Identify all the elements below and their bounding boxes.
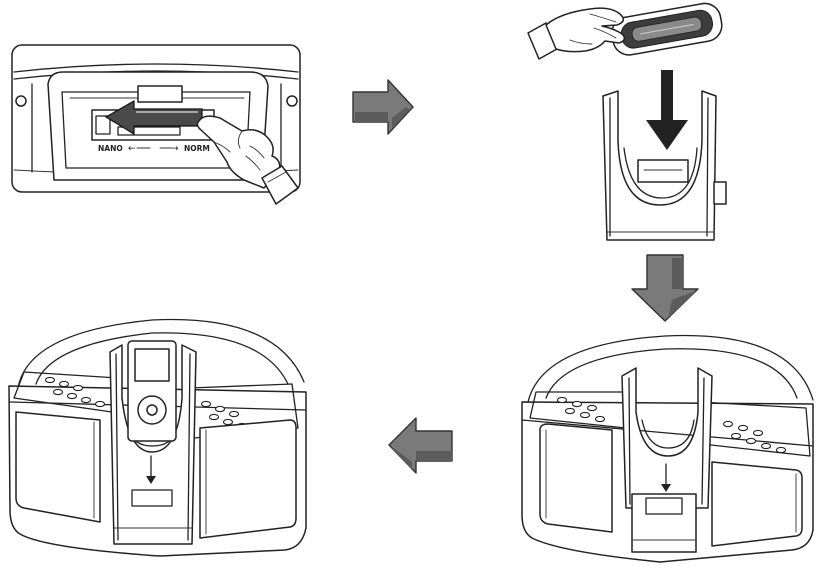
ipod-icon [127,340,177,442]
right-speaker-grille [711,461,803,547]
arrow-down-icon [631,254,699,322]
step4-dock-with-ipod [8,318,307,557]
ipod-screen [134,348,170,382]
dock-adapter-icon [611,2,723,56]
right-speaker-grille [199,419,297,539]
adapter-holder [621,367,713,509]
step1-slider-panel: NANO ← → NORM [11,44,301,205]
left-speaker-grille [15,411,101,523]
dock-connector [637,159,689,183]
dock-connector [131,489,173,507]
adapter-holder [602,90,727,241]
holder-side-tab [713,181,727,205]
normal-label: NORM [184,144,210,153]
step2-adapter-insert [527,2,727,241]
dock-connector [631,493,697,553]
left-speaker-grille [539,423,613,533]
hand-icon [527,7,626,60]
slider-top-slot [137,85,183,103]
left-screw-icon [15,95,27,107]
insert-down-arrow-icon [646,70,688,150]
nano-label: NANO [98,144,123,153]
arrow-left-icon [388,417,453,474]
right-direction-glyph: → [171,144,179,154]
hand-icon [196,115,299,205]
control-buttons [556,396,787,454]
step3-dock-with-holder [521,334,814,563]
left-direction-glyph: ← [128,144,136,154]
right-screw-icon [286,95,298,107]
arrow-right-icon [352,79,414,135]
